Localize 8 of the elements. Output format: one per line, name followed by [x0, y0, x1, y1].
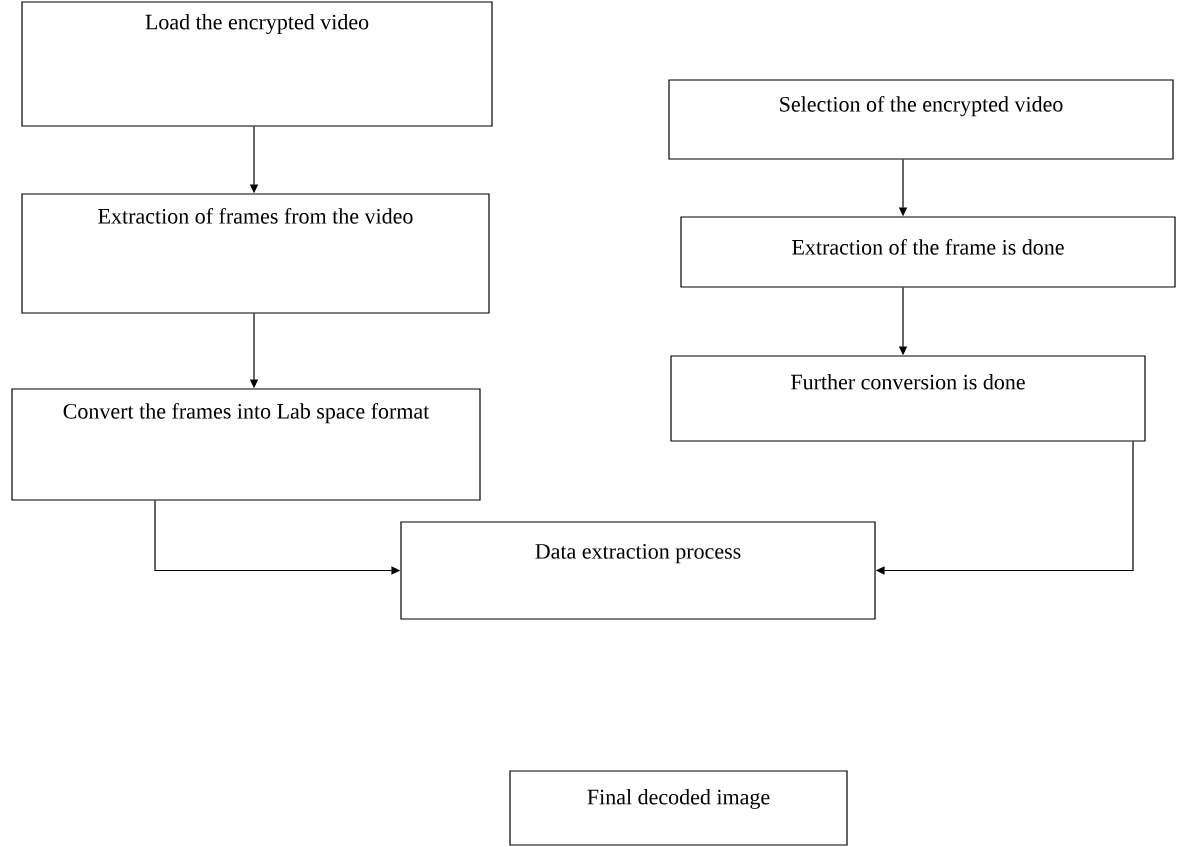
process-box: Data extraction process: [400, 521, 876, 620]
process-box: Convert the frames into Lab space format: [11, 388, 481, 501]
process-box: Extraction of frames from the video: [21, 193, 490, 314]
process-box: Load the encrypted video: [21, 1, 493, 127]
process-box: Final decoded image: [509, 770, 848, 846]
process-box: Selection of the encrypted video: [668, 79, 1174, 160]
process-box: Further conversion is done: [670, 355, 1146, 442]
process-box: Extraction of the frame is done: [680, 216, 1176, 288]
